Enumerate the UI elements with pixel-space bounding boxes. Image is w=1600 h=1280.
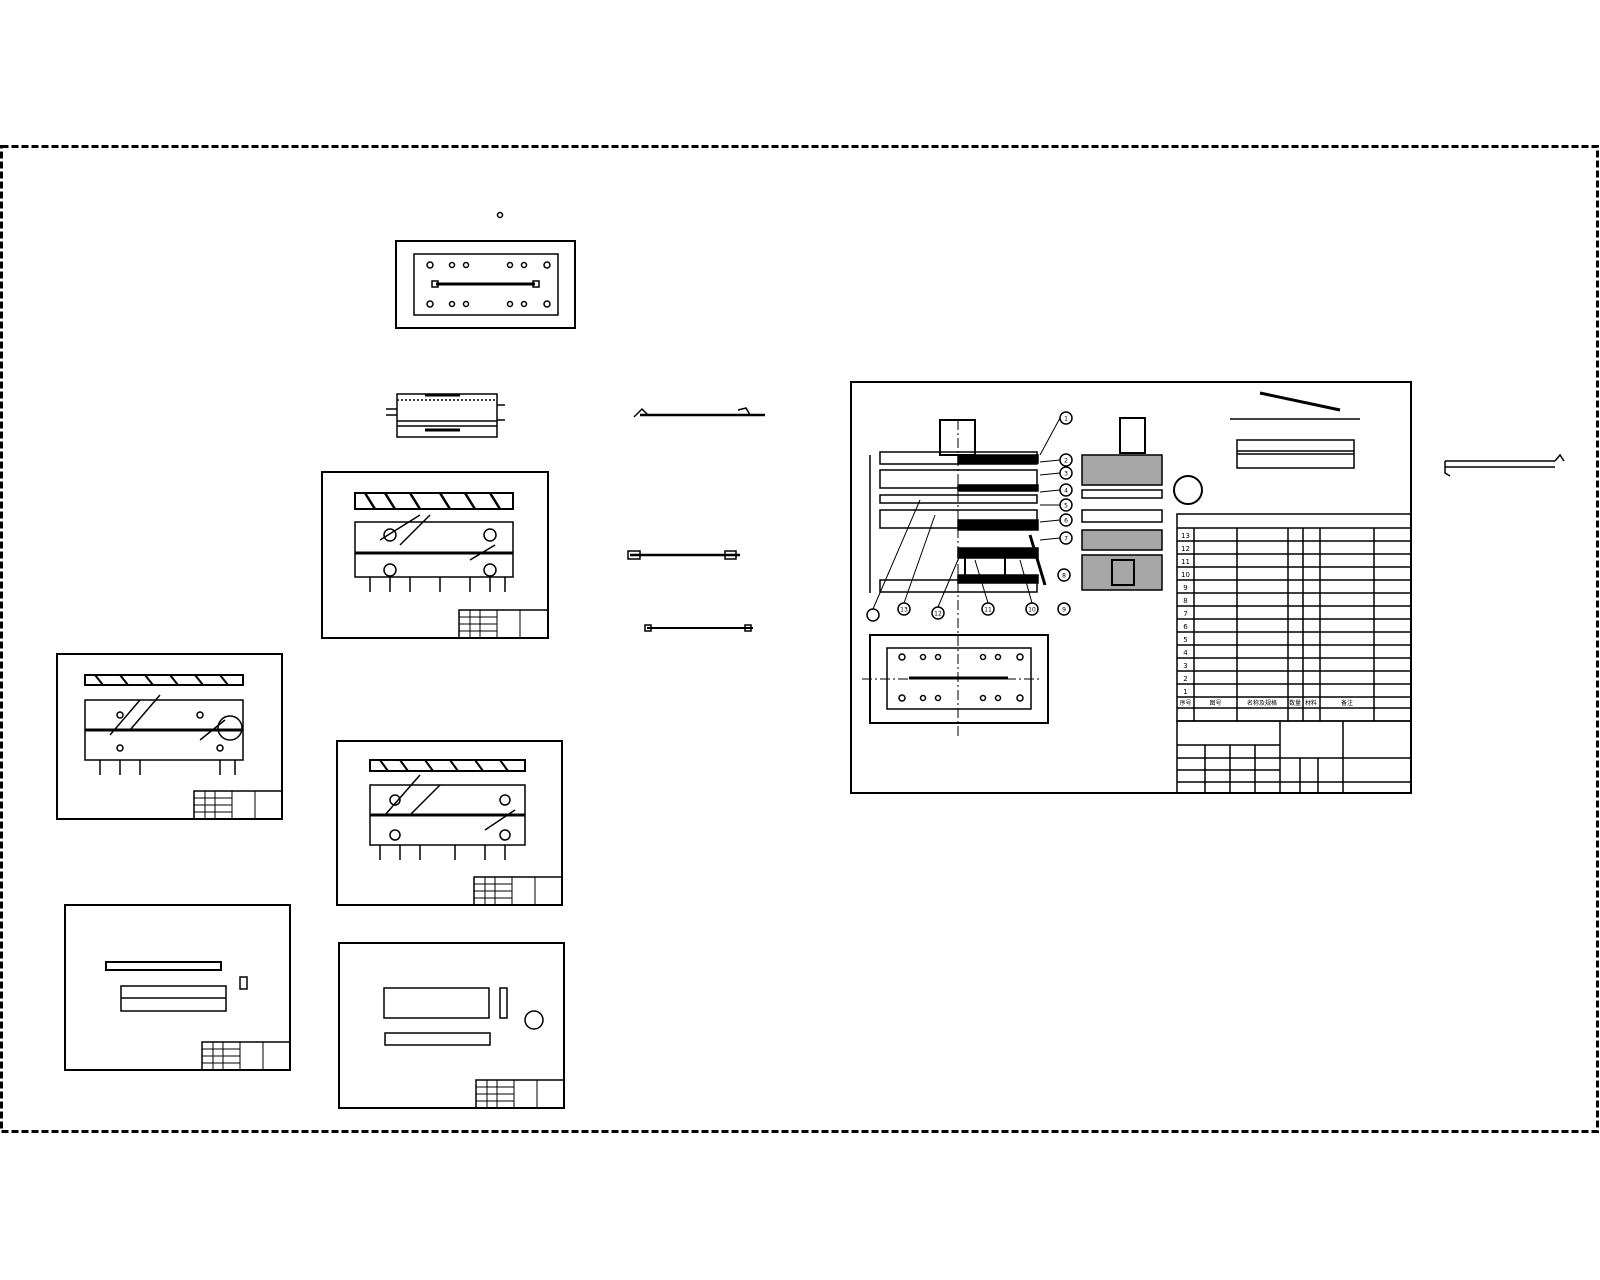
balloon-number: 11 [984, 607, 992, 614]
part-detail-frame [386, 393, 505, 438]
sub-sheet-d [64, 904, 291, 1071]
bom-row-number: 5 [1183, 636, 1187, 644]
balloon-number: 6 [1064, 518, 1068, 525]
sheet-border [0, 145, 1599, 1133]
assembly-side-section [1081, 417, 1203, 591]
bom-row-numbers: 13121110987654321序号图号名称及规格数量材料备注12345678… [900, 416, 1353, 708]
bom-header-cell: 图号 [1209, 700, 1221, 707]
assembly-section-view [869, 419, 1047, 738]
sub-sheet-a [321, 471, 549, 639]
bom-row-number: 9 [1183, 584, 1187, 592]
assembly-strip-layout [1230, 391, 1360, 469]
part-strip-group [627, 407, 765, 632]
bom-header-cell: 数量 [1289, 699, 1301, 707]
bom-table [1176, 513, 1412, 722]
sub-sheet-b [56, 653, 283, 820]
bom-row-number: 12 [1181, 545, 1190, 553]
sub-sheet-e [338, 942, 565, 1109]
bom-row-number: 11 [1181, 558, 1190, 566]
bom-row-number: 6 [1183, 623, 1188, 631]
balloon-number: 8 [1062, 573, 1066, 580]
balloon-number: 10 [1028, 607, 1036, 614]
sub-sheet-c [336, 740, 563, 906]
balloon-number: 3 [1064, 471, 1068, 478]
balloon-number: 4 [1064, 488, 1068, 495]
assembly-sheet [850, 381, 1412, 794]
balloon-number: 1 [1064, 416, 1068, 423]
bom-header-cell: 备注 [1341, 699, 1353, 707]
balloon-number: 2 [1064, 458, 1068, 465]
die-plate-plan-view [395, 240, 576, 329]
bom-row-number: 10 [1181, 571, 1190, 579]
balloon-number: 9 [1062, 607, 1066, 614]
balloon-number: 13 [900, 607, 908, 614]
balloon-number: 5 [1064, 503, 1068, 510]
bom-header-cell: 序号 [1179, 699, 1191, 707]
assembly-plan-view [862, 634, 1049, 724]
bom-header-cell: 名称及规格 [1247, 699, 1277, 707]
balloon-number: 7 [1064, 536, 1068, 543]
side-profile-view [1444, 453, 1565, 477]
bom-row-number: 13 [1181, 532, 1190, 540]
origin-marker [496, 211, 504, 219]
bom-row-number: 2 [1183, 675, 1187, 683]
bom-row-number: 3 [1183, 662, 1187, 670]
balloon-number: 12 [934, 611, 942, 618]
bom-row-number: 7 [1183, 610, 1187, 618]
bom-row-number: 8 [1183, 597, 1187, 605]
assembly-balloons [866, 411, 1073, 622]
bom-row-number: 4 [1183, 649, 1188, 657]
bom-row-number: 1 [1183, 688, 1187, 696]
title-block [1176, 720, 1412, 794]
bom-header-cell: 材料 [1305, 699, 1317, 707]
